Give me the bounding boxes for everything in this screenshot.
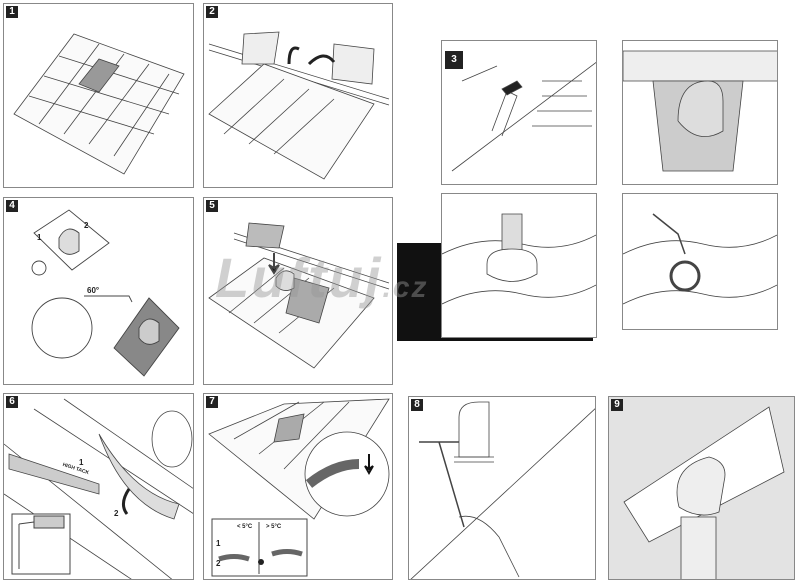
step-7-panel: 7 < 5°C > 5°C 1 2 <box>203 393 393 580</box>
hammer-nail-illustration <box>451 62 596 172</box>
step-number: 4 <box>6 200 18 212</box>
finished-vent-illustration <box>623 406 785 579</box>
step-number: 6 <box>6 396 18 408</box>
sealing-ring-illustration <box>623 213 777 305</box>
step-2-panel: 2 <box>203 3 393 188</box>
vent-on-tiles-panel <box>441 193 597 338</box>
step-number: 9 <box>611 399 623 411</box>
cold-temp-label: < 5°C <box>237 524 253 530</box>
flashing-pressing-illustration <box>208 398 390 577</box>
flashing-tile-illustration <box>31 209 180 377</box>
step-6-panel: 6 HIGH TACK 1 2 <box>3 393 194 580</box>
marker-2: 2 <box>114 509 119 518</box>
watermark-text: Luftuj <box>215 246 383 309</box>
tile-placement-illustration <box>208 222 390 369</box>
flashing-on-roof-panel <box>622 40 778 185</box>
marker-1: 1 <box>79 458 84 467</box>
step-number: 7 <box>206 396 218 408</box>
clamp-tightening-illustration <box>410 401 595 579</box>
step-4-panel: 4 60° 1 2 <box>3 197 194 385</box>
step-number: 1 <box>6 6 18 18</box>
step-number: 5 <box>206 200 218 212</box>
marker-1: 1 <box>37 233 42 242</box>
sealing-ring-panel <box>622 193 778 330</box>
marker-2: 2 <box>84 221 89 230</box>
step-number: 2 <box>206 6 218 18</box>
step-number: 3 <box>445 51 463 69</box>
marker-2: 2 <box>216 559 221 568</box>
step-number: 8 <box>411 399 423 411</box>
angle-label: 60° <box>87 286 100 295</box>
watermark: Luftuj.cz <box>215 245 429 310</box>
step-3-panel: 3 <box>441 40 597 185</box>
warm-temp-label: > 5°C <box>266 524 282 530</box>
watermark-suffix: .cz <box>382 271 429 304</box>
tile-removal-illustration <box>208 31 390 180</box>
vent-installation-illustration <box>442 213 596 305</box>
marker-1: 1 <box>216 539 221 548</box>
step-8-panel: 8 <box>408 396 596 580</box>
step-1-panel: 1 <box>3 3 194 188</box>
sealant-application-illustration <box>4 398 193 579</box>
installed-flashing-illustration <box>623 50 777 172</box>
step-9-panel: 9 <box>608 396 795 580</box>
step-5-panel: 5 <box>203 197 393 385</box>
roof-tiles-illustration <box>13 33 185 175</box>
